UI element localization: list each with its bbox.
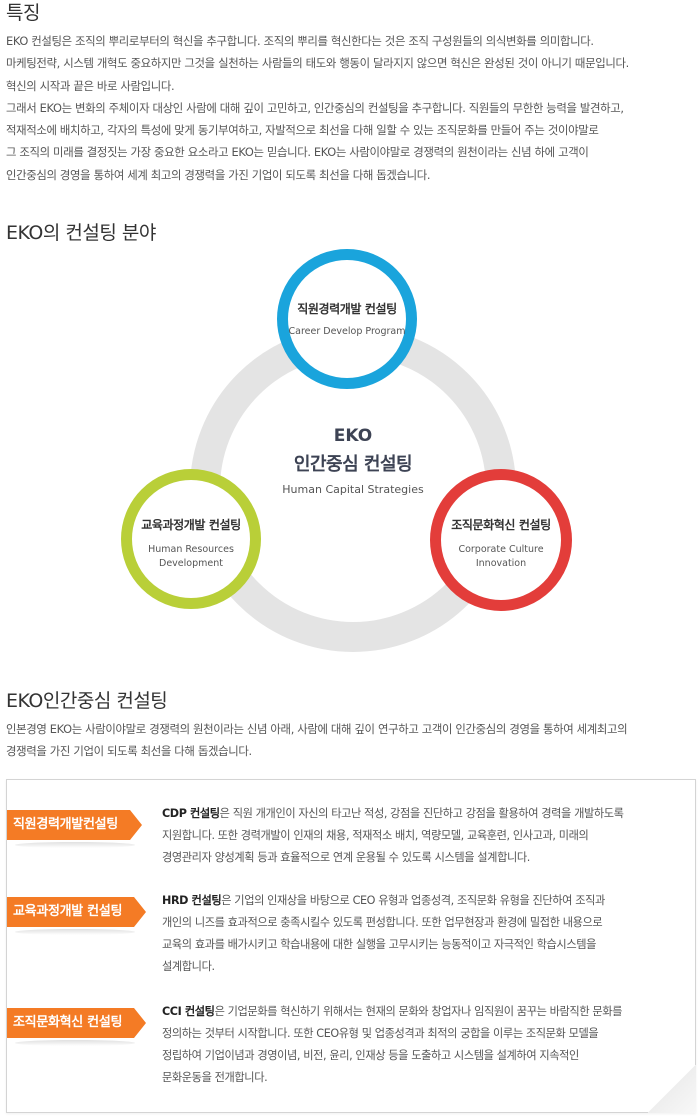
circle-subtitle: Corporate Culture <box>458 544 544 555</box>
features-line: 마케팅전략, 시스템 개혁도 중요하지만 그것을 실천하는 사람들의 태도와 행… <box>6 56 629 71</box>
cdp-line: 경영관리자 양성계획 등과 효율적으로 연계 운용될 수 있도록 시스템을 설계… <box>162 851 530 864</box>
cci-line: 문화운동을 전개합니다. <box>162 1071 268 1084</box>
cci-line: 정립하여 기업이념과 경영이념, 비전, 윤리, 인재상 등을 도출하고 시스템… <box>162 1049 579 1062</box>
consulting-fields-diagram: EKO 인간중심 컨설팅 Human Capital Strategies 직원… <box>0 230 700 652</box>
features-line: EKO 컨설팅은 조직의 뿌리로부터의 혁신을 추구합니다. 조직의 뿌리를 혁… <box>6 34 594 48</box>
features-title: 특징 <box>6 2 40 24</box>
tag-shadow <box>15 842 135 848</box>
circle-subtitle: Career Develop Program <box>288 326 406 337</box>
fields-title: EKO의 컨설팅 분야 <box>6 222 156 244</box>
hcc-intro-line: 인본경영 EKO는 사람이야말로 경쟁력의 원천이라는 신념 아래, 사람에 대… <box>6 722 628 736</box>
cdp-description: CDP 컨설팅은 직원 개개인이 자신의 타고난 적성, 강점을 진단하고 강점… <box>162 803 688 869</box>
hrd-line: 개인의 니즈를 효과적으로 충족시킬수 있도록 편성합니다. 또한 업무현장과 … <box>162 916 603 929</box>
circle-culture-innovation: 조직문화혁신 컨설팅 Corporate Culture Innovation <box>430 469 572 611</box>
circle-title: 조직문화혁신 컨설팅 <box>451 518 551 532</box>
hrd-keyword: HRD 컨설팅 <box>162 894 222 907</box>
features-line: 혁신의 시작과 끝은 바로 사람입니다. <box>6 78 175 93</box>
features-line: 그래서 EKO는 변화의 주체이자 대상인 사람에 대해 깊이 고민하고, 인간… <box>6 100 624 115</box>
consulting-details-box: 직원경력개발컨설팅 CDP 컨설팅은 직원 개개인이 자신의 타고난 적성, 강… <box>6 779 696 1113</box>
center-title-line2: 인간중심 컨설팅 <box>293 454 413 475</box>
features-line: 인간중심의 경영을 통하여 세계 최고의 경쟁력을 가진 기업이 되도록 최선을… <box>6 167 431 182</box>
cdp-line: 지원합니다. 또한 경력개발이 인재의 채용, 적재적소 배치, 역량모델, 교… <box>162 829 589 842</box>
features-line: 적재적소에 배치하고, 각자의 특성에 맞게 동기부여하고, 자발적으로 최선을… <box>6 123 599 138</box>
features-paragraph: EKO 컨설팅은 조직의 뿌리로부터의 혁신을 추구합니다. 조직의 뿌리를 혁… <box>6 30 698 186</box>
tag-culture-innovation: 조직문화혁신 컨설팅 <box>7 1008 147 1038</box>
circle-subtitle: Human Resources <box>148 544 234 555</box>
cdp-text: 은 직원 개개인이 자신의 타고난 적성, 강점을 진단하고 강점을 활용하여 … <box>219 807 624 820</box>
cci-keyword: CCI 컨설팅 <box>162 1005 215 1018</box>
hcc-intro-line: 경쟁력을 가진 기업이 되도록 최선을 다해 돕겠습니다. <box>6 744 252 759</box>
cci-line: 정의하는 것부터 시작합니다. 또한 CEO유형 및 업종성격과 최적의 궁합을… <box>162 1027 599 1040</box>
hcc-intro: 인본경영 EKO는 사람이야말로 경쟁력의 원천이라는 신념 아래, 사람에 대… <box>6 718 698 763</box>
cdp-keyword: CDP 컨설팅 <box>162 807 220 820</box>
circle-career-develop: 직원경력개발 컨설팅 Career Develop Program <box>277 249 417 389</box>
circle-title: 직원경력개발 컨설팅 <box>297 302 397 316</box>
page-curl <box>648 1065 696 1113</box>
center-subtitle: Human Capital Strategies <box>282 483 424 496</box>
center-title-line1: EKO <box>333 426 373 446</box>
hrd-text: 은 기업의 인재상을 바탕으로 CEO 유형과 업종성격, 조직문화 유형을 진… <box>221 894 605 907</box>
circle-title: 교육과정개발 컨설팅 <box>141 518 241 532</box>
tag-hrd: 교육과정개발 컨설팅 <box>7 897 147 927</box>
tag-shadow <box>15 929 135 935</box>
features-line: 그 조직의 미래를 결정짓는 가장 중요한 요소라고 EKO는 믿습니다. EK… <box>6 145 589 160</box>
cci-text: 은 기업문화를 혁신하기 위해서는 현재의 문화와 창업자나 임직원이 꿈꾸는 … <box>214 1005 623 1018</box>
hrd-line: 교육의 효과를 배가시키고 학습내용에 대한 실행을 고무시키는 능동적이고 자… <box>162 938 597 951</box>
circle-hrd: 교육과정개발 컨설팅 Human Resources Development <box>121 469 261 609</box>
hrd-line: 설계합니다. <box>162 960 215 973</box>
hrd-description: HRD 컨설팅은 기업의 인재상을 바탕으로 CEO 유형과 업종성격, 조직문… <box>162 890 688 978</box>
circle-subtitle-2: Development <box>159 558 223 569</box>
circle-subtitle-2: Innovation <box>475 558 527 569</box>
hcc-title: EKO인간중심 컨설팅 <box>6 690 168 712</box>
tag-career-develop: 직원경력개발컨설팅 <box>7 810 142 840</box>
cci-description: CCI 컨설팅은 기업문화를 혁신하기 위해서는 현재의 문화와 창업자나 임직… <box>162 1001 688 1089</box>
tag-shadow <box>15 1040 135 1046</box>
